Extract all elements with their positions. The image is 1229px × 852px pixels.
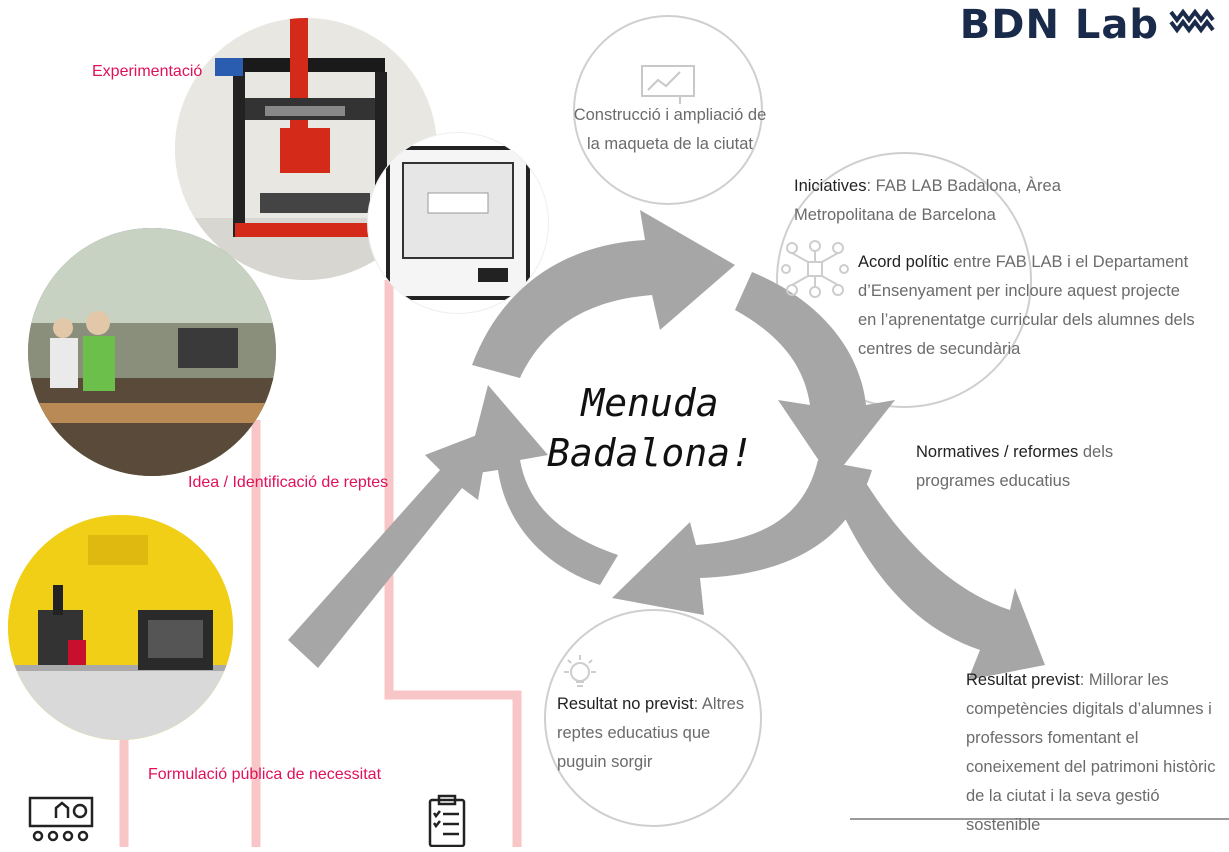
- no-previst-circle: [544, 609, 762, 827]
- logo-text: BDN Lab: [959, 2, 1159, 48]
- arrow-top: [472, 210, 735, 378]
- arrow-entry: [288, 430, 490, 668]
- prusa-printer-photo: [175, 18, 437, 280]
- community-needs-icon: [26, 794, 96, 852]
- acord-label: Acord polític: [858, 253, 949, 271]
- stage-experimentacio: Experimentació: [92, 63, 203, 80]
- network-icon: [780, 240, 850, 303]
- stage-formulacio: Formulació pública de necessitat: [148, 766, 382, 783]
- iniciatives-label: Iniciatives: [794, 177, 867, 195]
- waves-icon: [1169, 2, 1217, 48]
- checklist-icon: [427, 794, 467, 852]
- arrow-right: [735, 272, 895, 480]
- iniciatives-block: Iniciatives: FAB LAB Badalona, Àrea Metr…: [794, 172, 1114, 230]
- normatives-block: Normatives / reformes dels programes edu…: [916, 438, 1176, 496]
- printers-exhibit-photo: [8, 515, 233, 740]
- fablab-workshop-photo: [28, 228, 276, 476]
- center-title-line2: Badalona!: [547, 431, 753, 475]
- stage-idea: Idea / Identificació de reptes: [188, 474, 389, 491]
- arrow-exit: [832, 470, 1045, 680]
- arrow-left: [465, 385, 618, 585]
- chart-presentation-icon: [640, 64, 696, 109]
- iniciatives-circle: [776, 152, 1032, 408]
- previst-text: : Millorar les competències digitals d’a…: [966, 671, 1216, 834]
- previst-label: Resultat previst: [966, 671, 1080, 689]
- no-previst-label: Resultat no previst: [557, 695, 694, 713]
- normatives-label: Normatives / reformes: [916, 443, 1079, 461]
- lightbulb-icon: [560, 652, 600, 699]
- pink-connectors: [119, 280, 522, 847]
- normatives-text: dels programes educatius: [916, 443, 1114, 490]
- bdn-lab-logo: BDN Lab: [960, 2, 1217, 48]
- acord-block: Acord polític entre FAB LAB i el Departa…: [858, 248, 1198, 364]
- center-title-line1: Menuda: [581, 381, 719, 425]
- construccio-circle: [573, 15, 763, 205]
- arrow-bottom: [612, 460, 872, 615]
- previst-block: Resultat previst: Millorar les competènc…: [966, 666, 1226, 840]
- no-previst-block: Resultat no previst: Altres reptes educa…: [557, 690, 757, 777]
- cycle-arrows: [288, 210, 1045, 680]
- iniciatives-text: : FAB LAB Badalona, Àrea Metropolitana d…: [794, 177, 1061, 224]
- center-title: Menuda Badalona!: [520, 378, 780, 478]
- construccio-text: Construcció i ampliació de la maqueta de…: [573, 106, 767, 153]
- acord-text: entre FAB LAB i el Departament d’Ensenya…: [858, 253, 1195, 358]
- no-previst-text: : Altres reptes educatius que puguin sor…: [557, 695, 745, 771]
- enclosed-printer-photo: [367, 132, 549, 314]
